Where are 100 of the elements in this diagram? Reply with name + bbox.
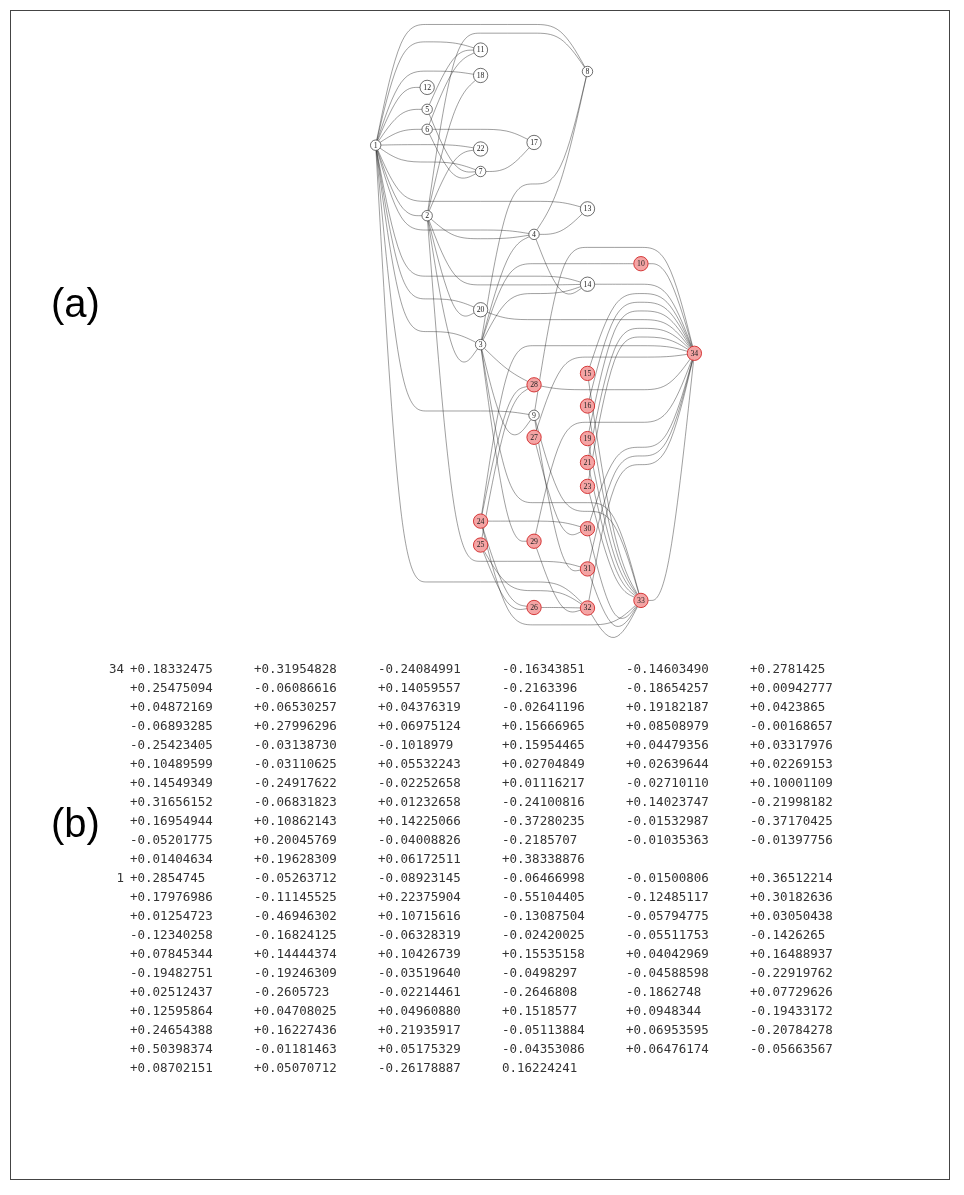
table-value: +0.50398374 [130,1041,214,1056]
connector [588,328,690,456]
table-value: +0.06975124 [378,718,462,733]
table-value: +0.04479356 [626,737,710,752]
connector [376,150,530,234]
connector [375,150,583,604]
table-value: +0.17976986 [130,889,214,904]
table-value: +0.16227436 [254,1022,338,1037]
table-value: +0.14549349 [130,775,214,790]
table-value: -0.16343851 [502,661,586,676]
connector [534,247,693,411]
connector [379,147,476,170]
connector [534,420,581,571]
table-value: -0.11145525 [254,889,338,904]
table-value: -0.18654257 [626,680,710,695]
connector [588,360,693,602]
table-value: -0.03519640 [378,965,462,980]
table-value: -0.2605723 [254,984,331,999]
connector [428,113,476,173]
connector [588,336,689,480]
table-value: +0.04708025 [254,1003,338,1018]
connector [481,345,688,515]
table-value: +0.10715616 [378,908,462,923]
table-value: -0.04353086 [502,1041,586,1056]
connector [376,24,586,141]
table-value: +0.03050438 [750,908,834,923]
table-value: +0.19628309 [254,851,338,866]
table-value: -0.24084991 [378,661,462,676]
table-value: +0.22375904 [378,889,462,904]
table-value: +0.00942777 [750,680,834,695]
table-value: +0.2781425 [750,661,827,676]
connector [429,49,474,105]
table-value: -0.0498297 [502,965,579,980]
table-value: -0.02420025 [502,927,586,942]
table-value: +0.05532243 [378,756,462,771]
table-value: +0.0423865 [750,699,827,714]
connector [589,535,637,619]
connector [589,302,692,400]
table-value: -0.24917622 [254,775,338,790]
connector [427,220,478,363]
table-value: -0.1426265 [750,927,827,942]
table-value: +0.06953595 [626,1022,710,1037]
connector [429,149,474,212]
table-value: 0.16224241 [502,1060,579,1075]
table-value: -0.14603490 [626,661,710,676]
table-value: -0.05794775 [626,908,710,923]
connector [430,218,530,239]
table-value: -0.05263712 [254,870,338,885]
connector [481,349,640,594]
table-value: +0.10001109 [750,775,834,790]
table-value: +0.14225066 [378,813,462,828]
table-value: +0.10489599 [130,756,214,771]
connector [482,286,581,341]
connector [427,220,581,568]
table-value: +0.04872169 [130,699,214,714]
table-value: +0.05175329 [378,1041,462,1056]
table-value: +0.04042969 [626,946,710,961]
row-label: 34 [107,661,125,676]
table-value: -0.19246309 [254,965,338,980]
table-value: +0.27996296 [254,718,338,733]
connector [481,76,587,340]
table-value: -0.25423405 [130,737,214,752]
table-value: -0.2163396 [502,680,579,695]
connector [377,149,581,208]
connector [481,349,532,436]
table-value: -0.13087504 [502,908,586,923]
table-value: -0.05663567 [750,1041,834,1056]
table-value: +0.36512214 [750,870,834,885]
table-value: -0.37280235 [502,813,586,828]
table-value: +0.2854745 [130,870,207,885]
connector [589,493,635,598]
table-value: +0.01254723 [130,908,214,923]
table-value: -0.20784278 [750,1022,834,1037]
table-value: +0.16954944 [130,813,214,828]
table-value: +0.14059557 [378,680,462,695]
table-value: -0.05511753 [626,927,710,942]
connector [432,129,528,140]
connector [376,150,581,283]
table-value: +0.01232658 [378,794,462,809]
table-value: -0.22919762 [750,965,834,980]
connector [588,360,693,563]
table-value: +0.02269153 [750,756,834,771]
table-value: +0.24654388 [130,1022,214,1037]
table-value: +0.12595864 [130,1003,214,1018]
table-value: +0.15954465 [502,737,586,752]
table-value: +0.31656152 [130,794,214,809]
connector [588,445,637,596]
table-value: -0.12340258 [130,927,214,942]
connector [428,80,476,211]
connector [380,144,474,149]
table-value: -0.01532987 [626,813,710,828]
table-value: -0.06893285 [130,718,214,733]
connector [484,551,582,605]
table-value: -0.04588598 [626,965,710,980]
connector [536,354,688,431]
table-value: -0.02710110 [626,775,710,790]
table-value: +0.1518577 [502,1003,579,1018]
row-label: 1 [115,870,125,885]
table-value: +0.02512437 [130,984,214,999]
connector [429,133,477,179]
